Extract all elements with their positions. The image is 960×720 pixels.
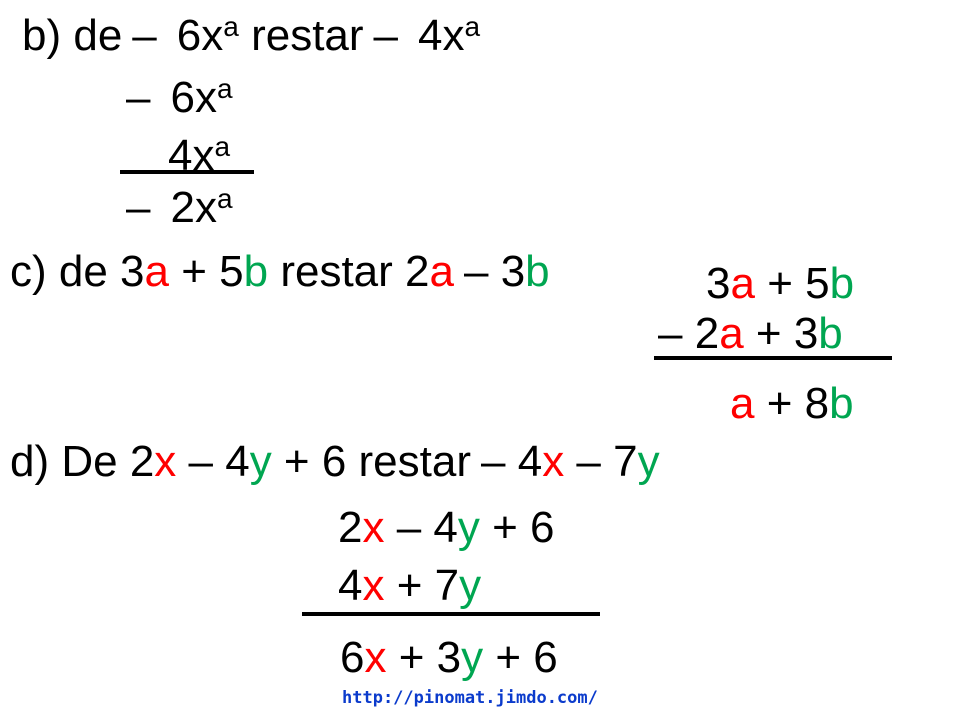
- d-row1: 2x – 4y + 6: [338, 503, 555, 552]
- b-result: –2xa: [126, 183, 233, 232]
- c-sum-rule: [654, 356, 892, 360]
- source-url[interactable]: http://pinomat.jimdo.com/: [342, 688, 598, 708]
- b-sum-rule: [120, 170, 254, 174]
- c-title: c) de 3a + 5b restar 2a– 3b: [10, 247, 550, 296]
- c-result: a + 8b: [730, 379, 854, 428]
- c-row2: – 2a + 3b: [658, 309, 843, 358]
- b-row1: –6xa: [126, 73, 233, 122]
- d-row2: 4x + 7y: [338, 561, 482, 610]
- d-title: d) De 2x – 4y + 6 restar– 4x – 7y: [10, 437, 660, 486]
- b-title: b) de–6xa restar–4xa: [22, 11, 481, 60]
- d-result: 6x + 3y + 6: [340, 633, 558, 682]
- c-row1: 3a + 5b: [706, 259, 855, 308]
- d-sum-rule: [302, 612, 600, 616]
